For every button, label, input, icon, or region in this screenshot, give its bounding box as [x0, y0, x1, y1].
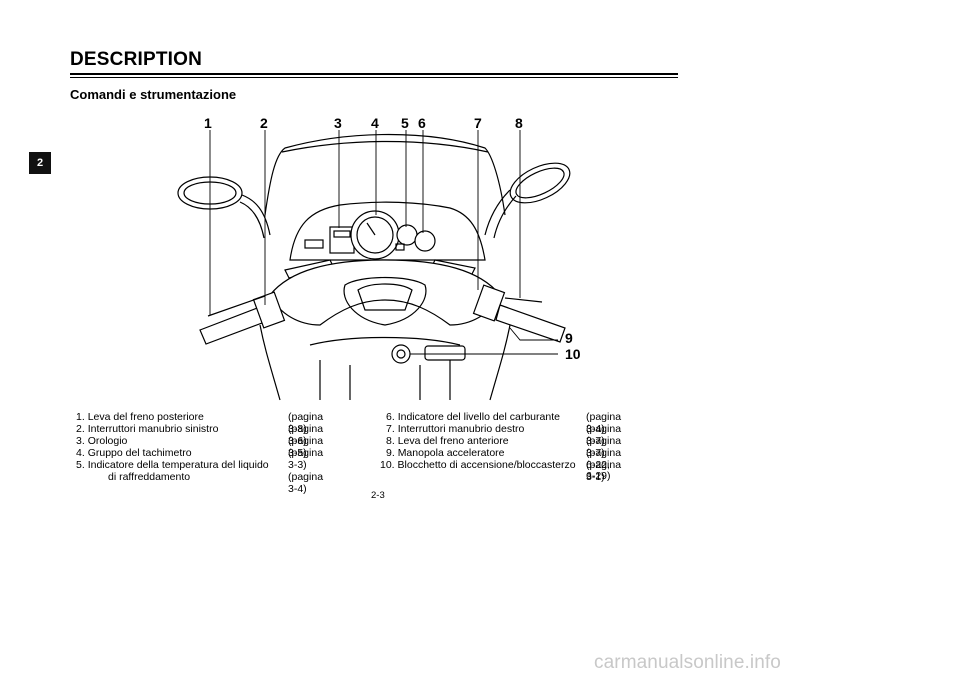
legend-num: 10.	[380, 459, 395, 471]
legend-item: 1. Leva del freno posteriore	[76, 411, 204, 424]
legend-text: Orologio	[87, 435, 128, 447]
legend-num: 6.	[386, 411, 395, 423]
legend-item: 10. Blocchetto di accensione/bloccasterz…	[380, 459, 576, 472]
legend-page: (pagina 3-5)	[288, 435, 324, 459]
callout-4: 4	[371, 115, 379, 131]
legend-text: Interruttori manubrio sinistro	[87, 423, 219, 435]
fuel-gauge-shape	[414, 230, 436, 252]
callout-6: 6	[418, 115, 426, 131]
callout-5: 5	[401, 115, 409, 131]
legend-page: (pagina 3-1)	[586, 459, 622, 483]
legend-item: 8. Leva del freno anteriore	[386, 435, 509, 448]
controls-illustration	[177, 130, 571, 401]
legend-page: (pagina 6-22, 6-29)	[586, 447, 622, 483]
legend-text: Manopola acceleratore	[397, 447, 505, 459]
legend-num: 2.	[76, 423, 85, 435]
legend-item: 5. Indicatore della temperatura del liqu…	[76, 459, 269, 472]
legend-num: 8.	[386, 435, 395, 447]
windscreen-shape	[264, 133, 506, 216]
legend-item: 7. Interruttori manubrio destro	[386, 423, 525, 436]
handlebar-cover-shape	[269, 259, 501, 326]
throttle-grip-shape	[495, 304, 566, 343]
legend-page: (pagina 3-3)	[288, 447, 324, 471]
legend-page: (pagina 3-4)	[288, 471, 324, 495]
legend-num: 3.	[76, 435, 85, 447]
legend-num: 7.	[386, 423, 395, 435]
legend-text: Interruttori manubrio destro	[397, 423, 525, 435]
legend-text: Indicatore del livello del carburante	[397, 411, 560, 423]
legend-text: Indicatore della temperatura del liquido	[87, 459, 269, 471]
legend-item: 3. Orologio	[76, 435, 128, 448]
chapter-tab: 2	[29, 152, 51, 174]
legend-page: (pagina 3-7)	[586, 435, 622, 459]
legend-text: Leva del freno posteriore	[87, 411, 204, 423]
legend-num: 5.	[76, 459, 85, 471]
legend-text: Leva del freno anteriore	[397, 435, 509, 447]
temperature-gauge-shape	[396, 224, 418, 246]
callout-3: 3	[334, 115, 342, 131]
callout-1: 1	[204, 115, 212, 131]
callout-9: 9	[565, 330, 573, 346]
legend-item-continuation: di raffreddamento	[108, 471, 191, 484]
watermark: carmanualsonline.info	[594, 652, 781, 673]
legend-item: 4. Gruppo del tachimetro	[76, 447, 192, 460]
right-switches-shape	[472, 284, 506, 322]
legend-page: (pagina 3-7)	[586, 423, 622, 447]
legend-text: di raffreddamento	[108, 471, 191, 483]
legend-num: 9.	[386, 447, 395, 459]
right-mirror-shape	[509, 162, 571, 204]
legend-item: 6. Indicatore del livello del carburante	[386, 411, 560, 424]
legend-text: Gruppo del tachimetro	[87, 447, 192, 459]
callout-10: 10	[565, 346, 581, 362]
section-subtitle: Comandi e strumentazione	[70, 87, 237, 102]
ignition-switch-shape	[391, 344, 411, 364]
title-rule-thick	[70, 73, 678, 75]
callout-7: 7	[474, 115, 482, 131]
legend-page: (pagina 3-8)	[288, 411, 324, 435]
legend-item: 2. Interruttori manubrio sinistro	[76, 423, 219, 436]
legend-page: (pagina 3-4)	[586, 411, 622, 435]
legend-num: 1.	[76, 411, 85, 423]
callout-2: 2	[260, 115, 268, 131]
title-rule-thin	[70, 77, 678, 78]
legend-num: 4.	[76, 447, 85, 459]
page-number: 2-3	[371, 490, 385, 501]
legend-text: Blocchetto di accensione/bloccasterzo	[397, 459, 576, 471]
legend-item: 9. Manopola acceleratore	[386, 447, 505, 460]
legend-page: (pagina 3-6)	[288, 423, 324, 447]
section-title: DESCRIPTION	[70, 49, 203, 70]
callout-8: 8	[515, 115, 523, 131]
